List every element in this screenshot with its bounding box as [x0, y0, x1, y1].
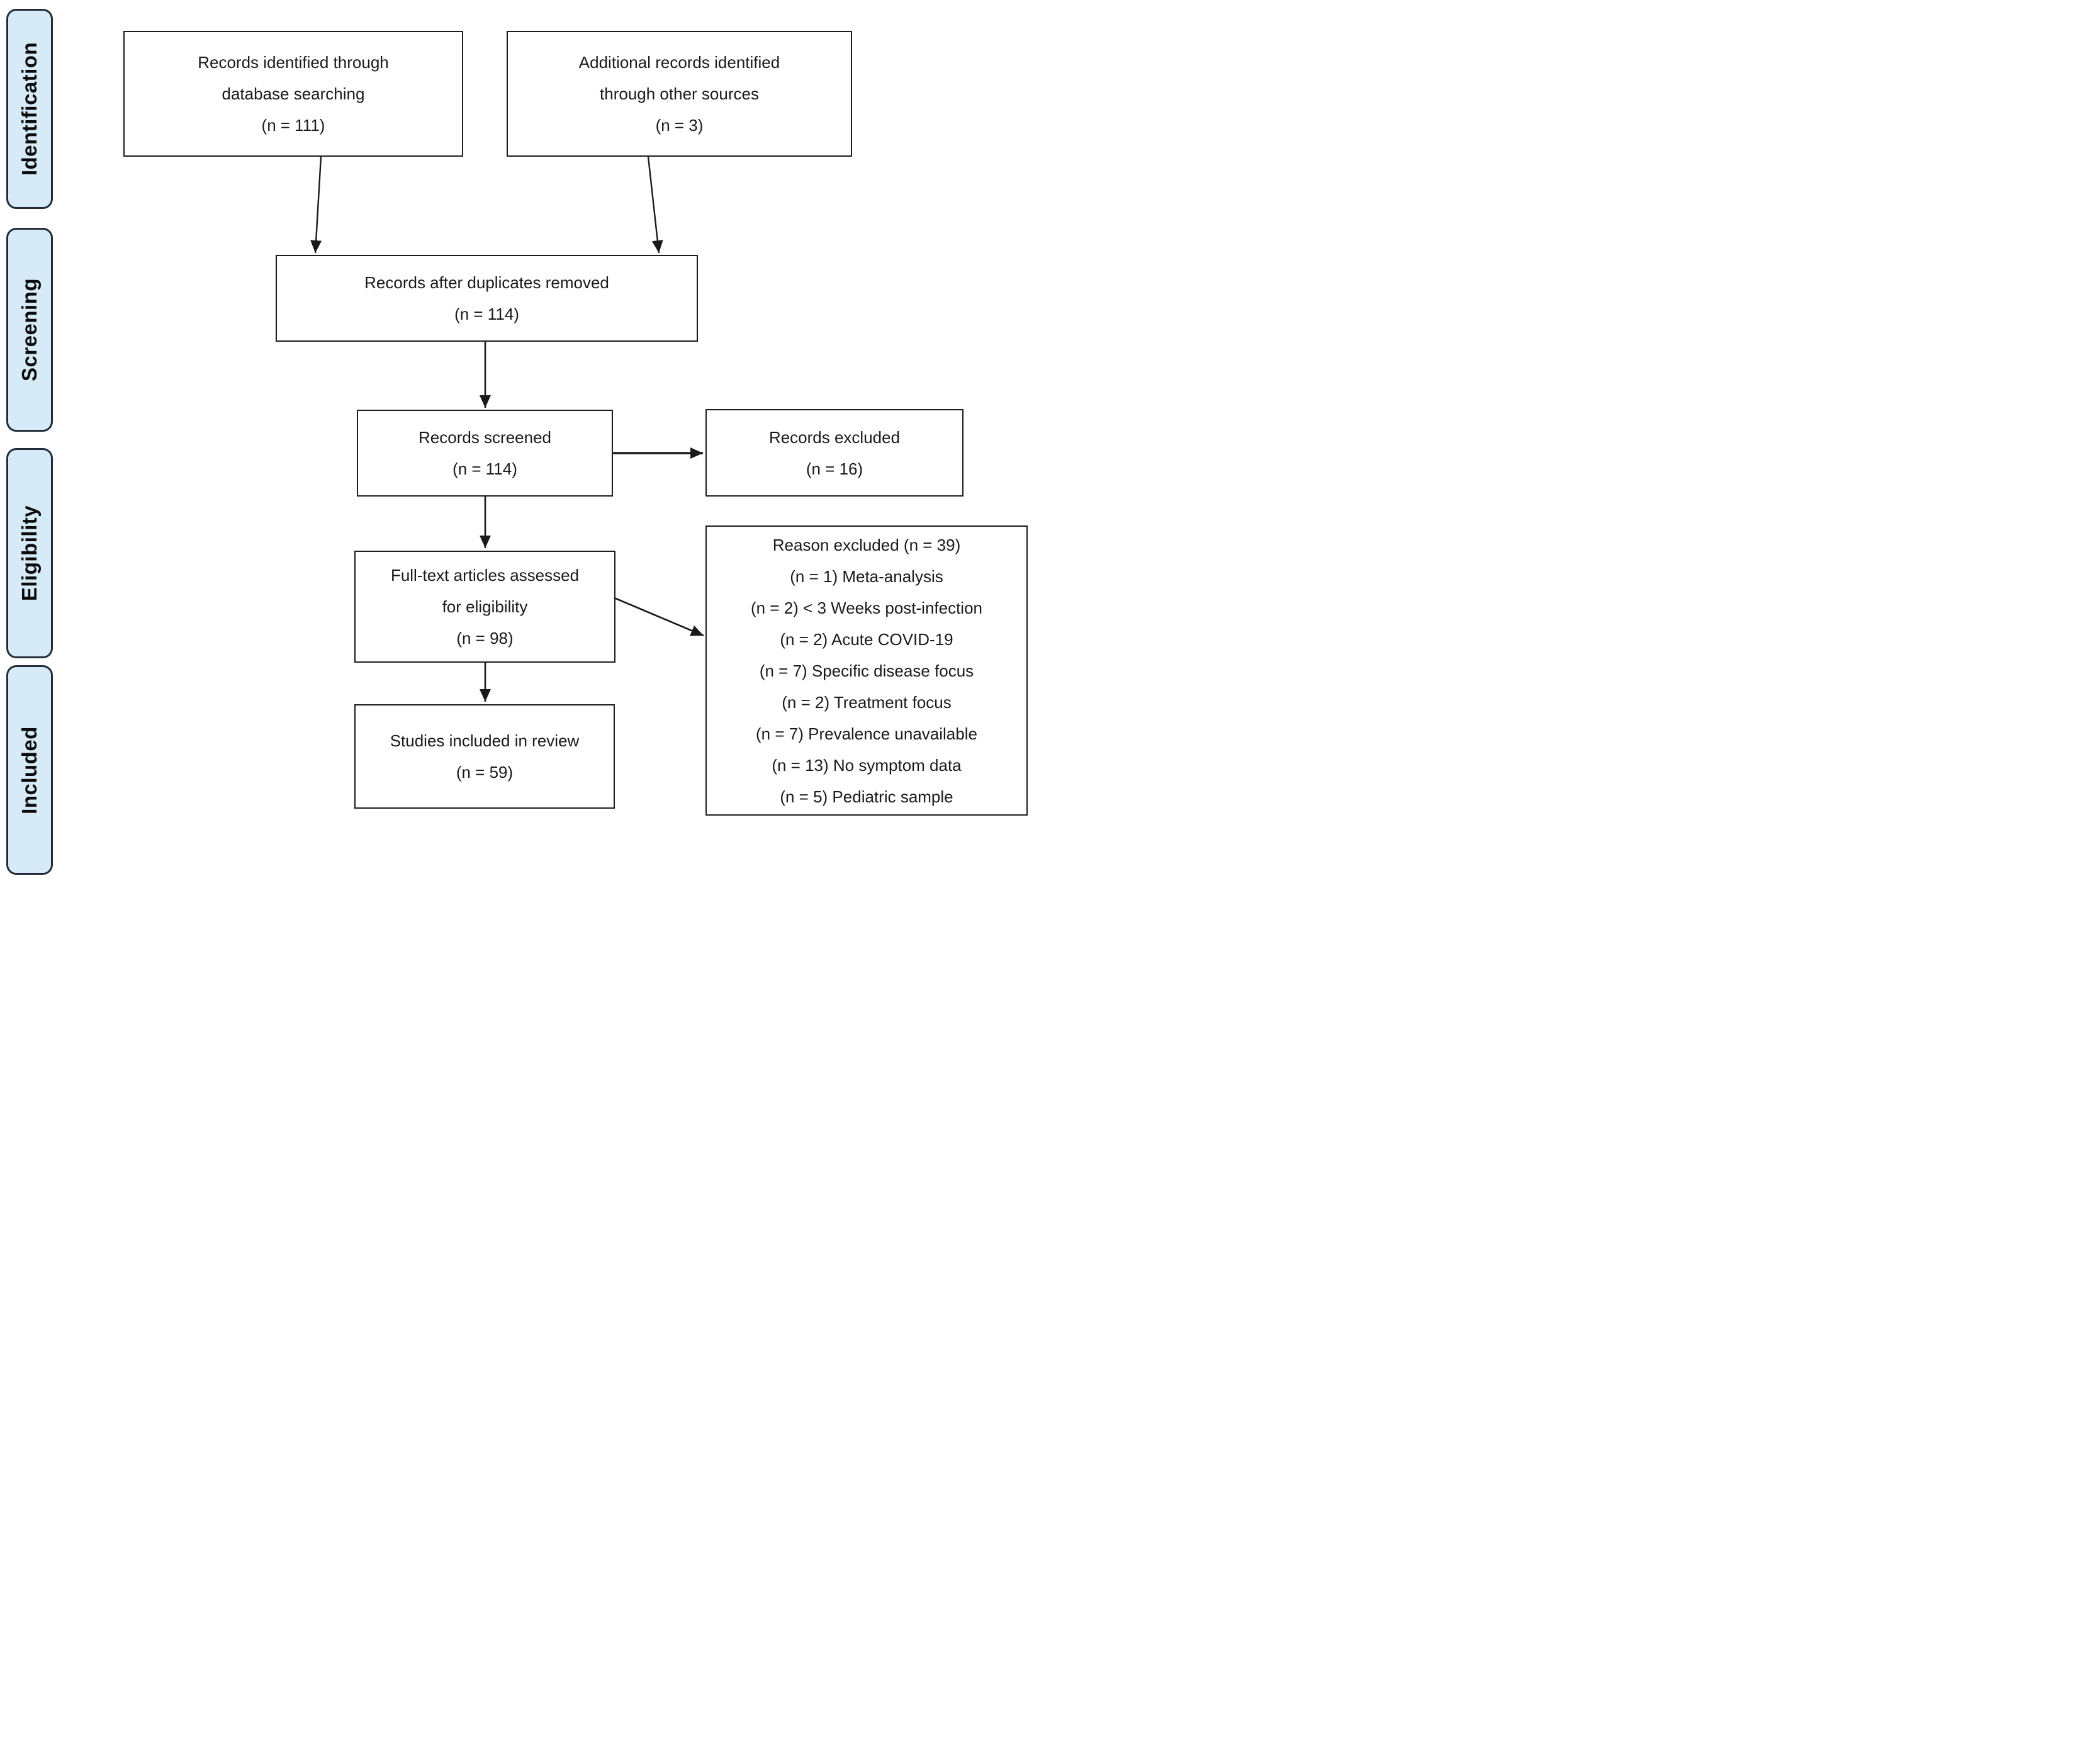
box-fulltext-assessed: Full-text articles assessed for eligibil… — [354, 551, 615, 663]
text-line: (n = 2) Treatment focus — [782, 692, 952, 712]
prisma-flow-diagram: Identification Screening Eligibility Inc… — [0, 0, 1036, 882]
box-records-excluded: Records excluded (n = 16) — [705, 409, 963, 497]
text-line: (n = 2) < 3 Weeks post-infection — [750, 598, 983, 617]
text-line: for eligibility — [442, 597, 528, 616]
text-line: through other sources — [600, 84, 759, 103]
text-line: (n = 5) Pediatric sample — [780, 787, 953, 806]
text-line: Additional records identified — [578, 53, 780, 72]
text-line: (n = 7) Prevalence unavailable — [756, 724, 977, 743]
text-line: (n = 114) — [452, 459, 517, 478]
text-line: (n = 114) — [454, 305, 519, 323]
arrow-fulltext-to-reasons — [614, 597, 704, 637]
box-records-identified: Records identified through database sear… — [123, 31, 463, 157]
text-line: Records screened — [419, 428, 551, 447]
text-line: Full-text articles assessed — [390, 566, 580, 585]
text-line: database searching — [222, 84, 365, 103]
stage-identification-label: Identification — [18, 42, 41, 176]
arrow-additional-to-deduplicated — [647, 156, 663, 254]
text-line: (n = 3) — [655, 116, 704, 135]
box-duplicates-removed: Records after duplicates removed (n = 11… — [276, 255, 698, 342]
text-line: (n = 7) Specific disease focus — [759, 661, 974, 680]
text-line: (n = 2) Acute COVID-19 — [780, 629, 953, 649]
arrow-identified-to-deduplicated — [310, 156, 322, 254]
text-line: (n = 98) — [456, 629, 514, 648]
stage-included-label: Included — [18, 726, 41, 814]
box-records-screened: Records screened (n = 114) — [357, 410, 613, 497]
text-line: (n = 1) Meta-analysis — [790, 566, 943, 586]
stage-screening-label: Screening — [18, 278, 41, 382]
box-additional-records: Additional records identified through ot… — [507, 31, 852, 157]
text-line: Records excluded — [768, 427, 901, 447]
text-line: Reason excluded (n = 39) — [772, 535, 961, 554]
text-line: (n = 111) — [261, 116, 325, 135]
text-line: (n = 13) No symptom data — [772, 755, 962, 775]
text-line: (n = 59) — [456, 763, 514, 782]
text-line: Records after duplicates removed — [364, 273, 609, 292]
text-line: Records identified through — [198, 53, 389, 72]
text-line: Studies included in review — [390, 731, 580, 750]
box-exclusion-reasons: Reason excluded (n = 39) (n = 1) Meta-an… — [705, 525, 1028, 816]
stage-identification: Identification — [6, 9, 53, 209]
stage-screening: Screening — [6, 228, 53, 432]
stage-eligibility: Eligibility — [6, 448, 53, 658]
stage-included: Included — [6, 665, 53, 875]
text-line: (n = 16) — [806, 459, 863, 478]
stage-eligibility-label: Eligibility — [18, 505, 41, 602]
box-studies-included: Studies included in review (n = 59) — [354, 704, 615, 809]
